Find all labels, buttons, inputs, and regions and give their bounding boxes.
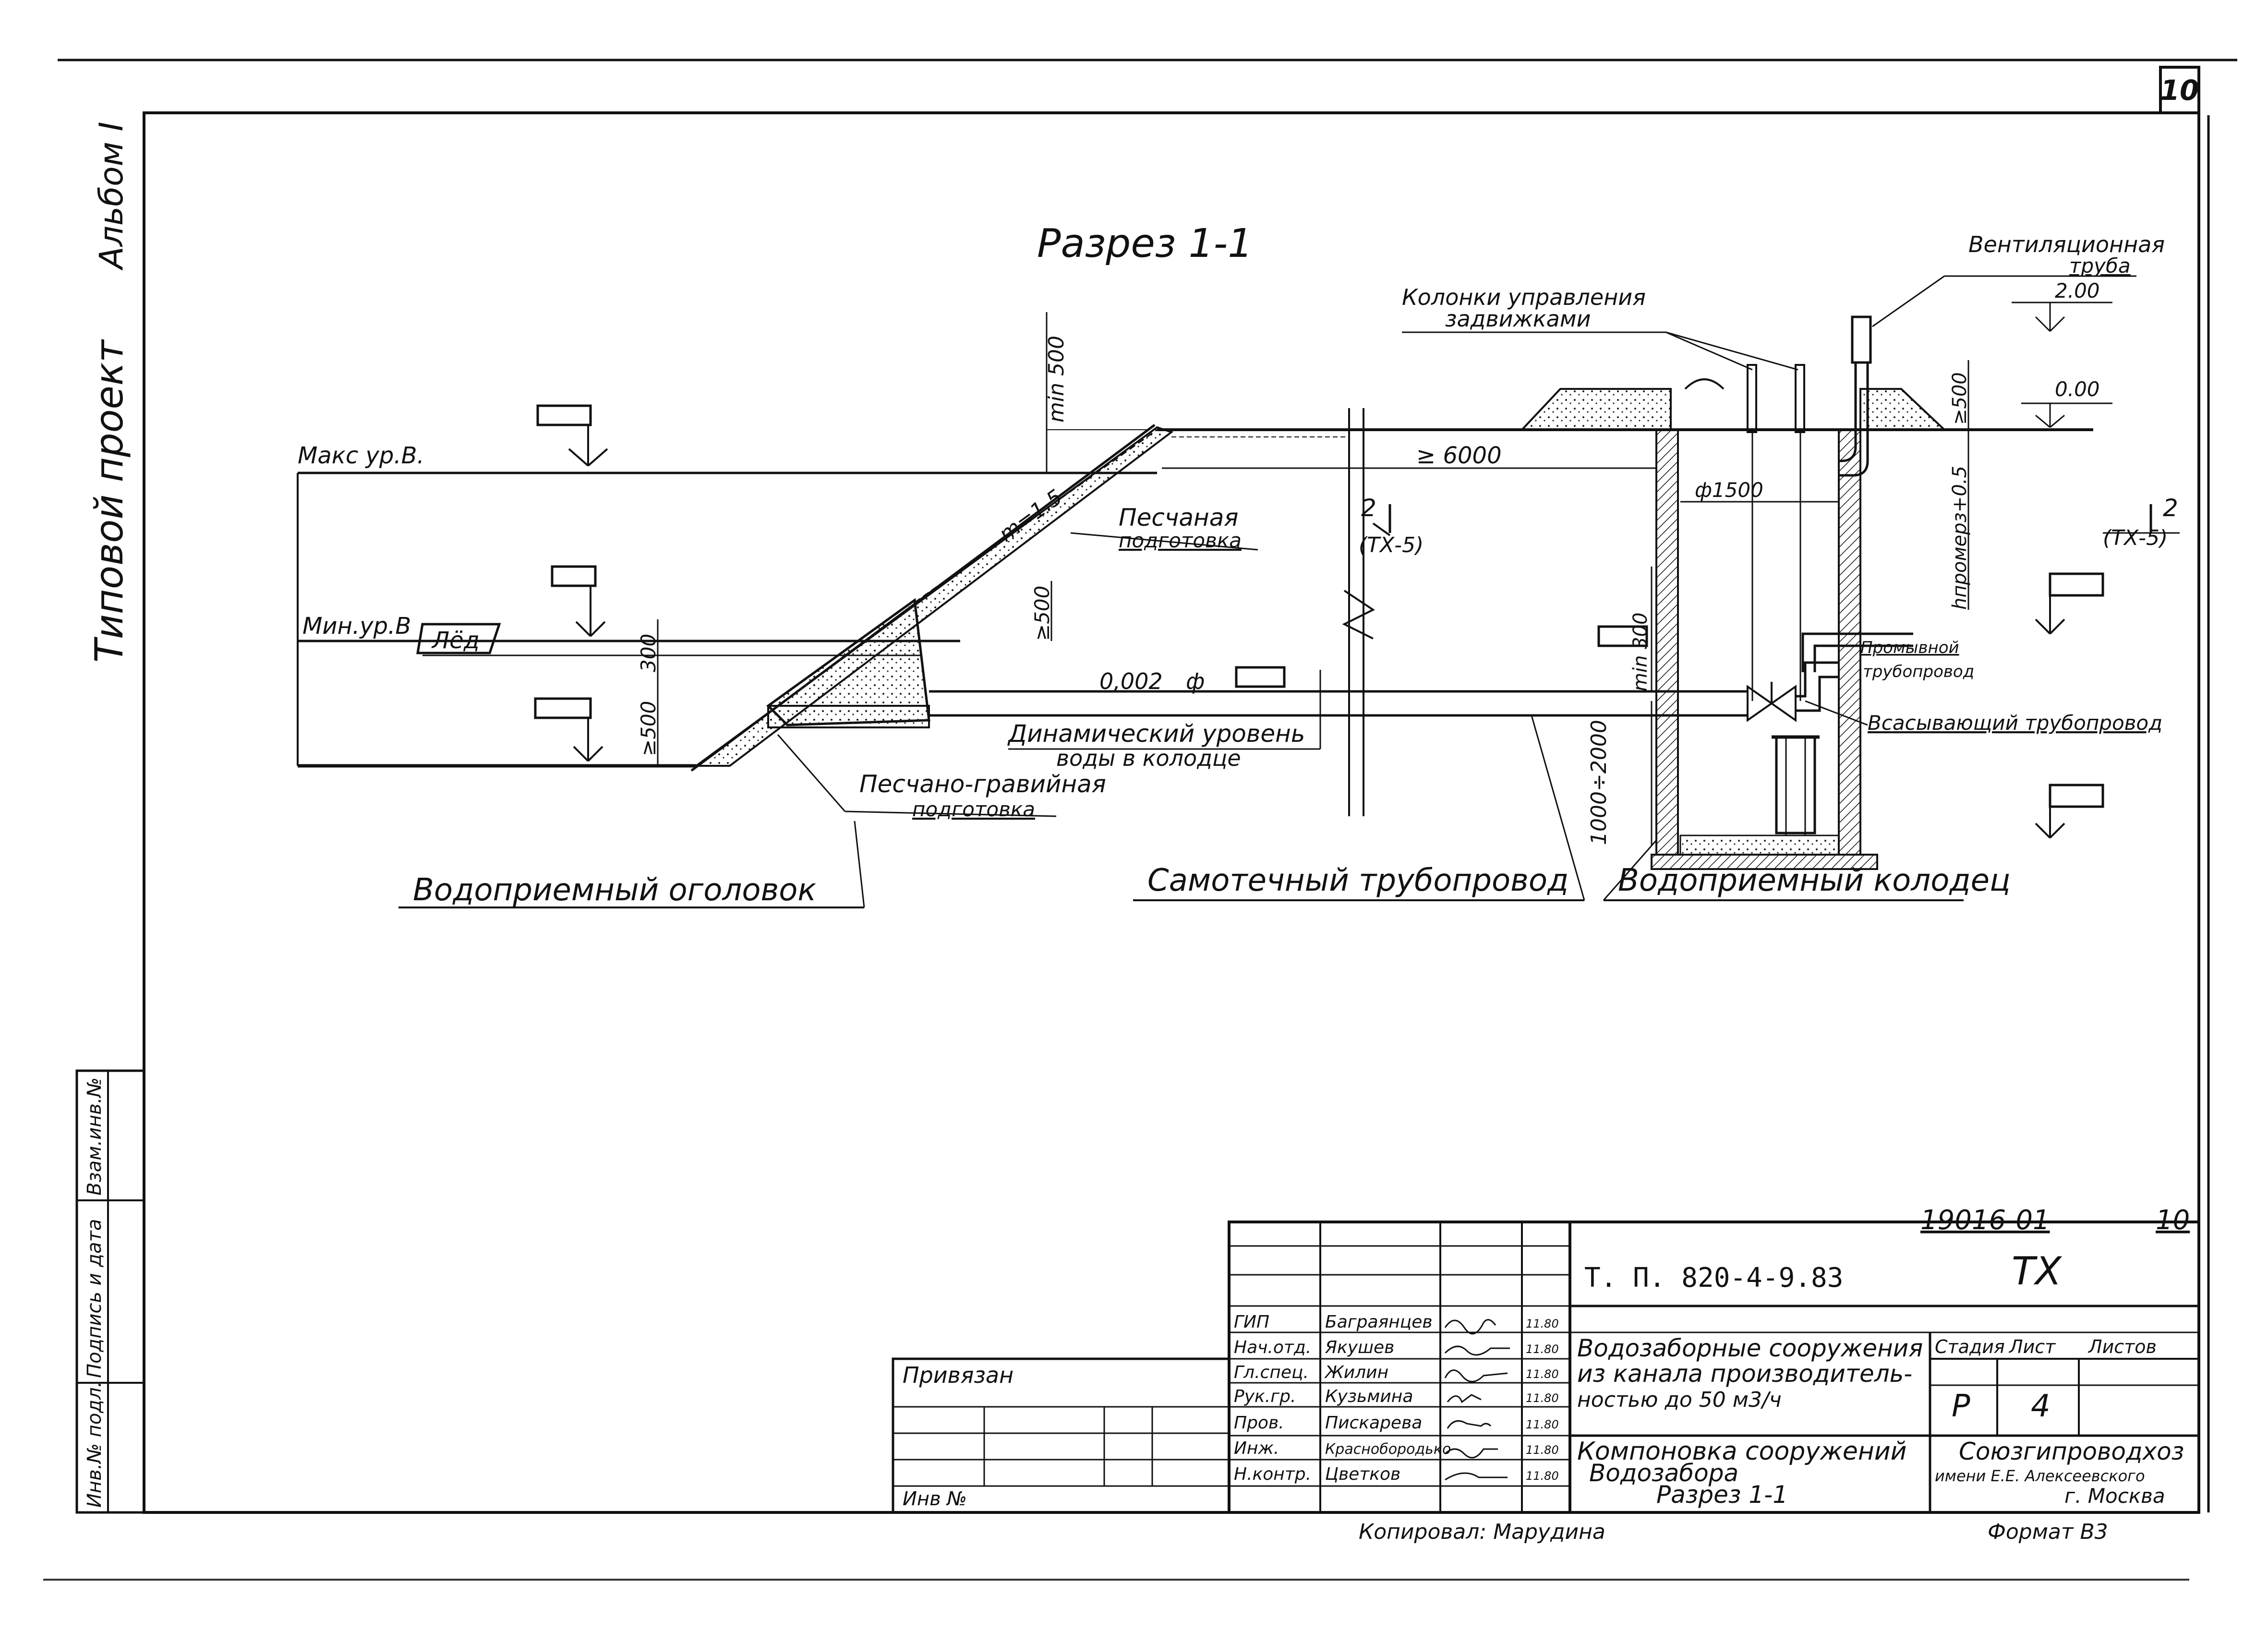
dim-300: 300 <box>637 634 660 672</box>
max-level-label: Макс ур.В. <box>298 442 424 469</box>
object-title-line3: ностью до 50 м3/ч <box>1577 1388 1782 1412</box>
staff-date: 11.80 <box>1526 1317 1559 1330</box>
dim-1000-2000: 1000÷2000 <box>1587 720 1611 845</box>
section-mark-left: 2 <box>1361 494 1376 522</box>
vent-pipe-line2: труба <box>2069 254 2131 278</box>
dim-ge500-mid: ≥500 <box>1030 586 1054 641</box>
vent-pipe-line1: Вентиляционная <box>1968 231 2165 257</box>
dim-ge500-right: ≥500 <box>1949 372 1971 425</box>
sand-prep-line1: Песчаная <box>1119 504 1238 532</box>
staff-role: Пров. <box>1234 1413 1284 1433</box>
pipe-slope-label: 0,002 <box>1099 668 1163 694</box>
staff-role: Гл.спец. <box>1234 1363 1309 1382</box>
format-label: Формат В3 <box>1988 1520 2108 1544</box>
control-columns-line2: задвижками <box>1445 306 1591 332</box>
ice-label: Лёд <box>431 627 480 654</box>
staff-name: Жилин <box>1324 1363 1388 1382</box>
header-sheet: Лист <box>2008 1336 2056 1357</box>
intake-well <box>1520 315 1947 870</box>
level-markers <box>534 404 2104 839</box>
staff-name: Цветков <box>1325 1464 1400 1484</box>
section-ref-right: (ТХ-5) <box>2103 526 2168 550</box>
sheet-number: 10 <box>2160 74 2199 107</box>
staff-name: Якушев <box>1325 1338 1394 1357</box>
level-0-00: 0.00 <box>2055 377 2100 401</box>
staff-date: 11.80 <box>1526 1367 1559 1381</box>
intake-well-label: Водоприемный колодец <box>1618 863 2011 898</box>
staff-role: Н.контр. <box>1234 1464 1311 1484</box>
project-type-label: Типовой проект <box>87 339 132 663</box>
stamp-vzam-inv: Взам.инв.№ <box>84 1077 106 1196</box>
flush-pipe-line2: трубопровод <box>1863 662 1974 681</box>
drawing-frame <box>143 111 2200 1514</box>
dim-6000: ≥ 6000 <box>1416 442 1502 469</box>
doc-code: 19016-01 <box>1920 1205 2050 1236</box>
privyazan-label: Привязан <box>903 1362 1013 1388</box>
dim-phi1500: ф1500 <box>1695 478 1763 502</box>
organization-line3: г. Москва <box>2064 1484 2165 1508</box>
staff-date: 11.80 <box>1526 1391 1559 1405</box>
sheet-value: 4 <box>2031 1389 2051 1424</box>
flush-pipe-line1: Промывной <box>1860 638 1959 657</box>
doc-sheet: 10 <box>2156 1205 2190 1236</box>
signatures <box>1444 1319 1510 1481</box>
staff-date: 11.80 <box>1526 1443 1559 1457</box>
staff-role: Инж. <box>1234 1438 1279 1458</box>
staff-role: ГИП <box>1234 1312 1269 1332</box>
intake-head-label: Водоприемный оголовок <box>413 872 816 908</box>
gravity-pipe-label: Самотечный трубопровод <box>1147 863 1568 898</box>
drawing-title: Разрез 1-1 <box>1037 221 1253 266</box>
staff-name: Пискарева <box>1325 1413 1422 1433</box>
ice-block <box>416 623 501 654</box>
staff-date: 11.80 <box>1526 1469 1559 1483</box>
staff-table: ГИП Баграянцев 11.80 Нач.отд. Якушев 11.… <box>1234 1312 1559 1484</box>
min-level-label: Мин.ур.В <box>302 613 411 640</box>
staff-role: Рук.гр. <box>1234 1387 1296 1406</box>
project-code: Т. П. 820-4-9.83 <box>1584 1262 1843 1293</box>
organization-line1: Союзгипроводхоз <box>1959 1438 2184 1465</box>
level-2-00: 2.00 <box>2055 279 2100 302</box>
object-title-line1: Водозаборные сооружения <box>1577 1334 1923 1362</box>
sheet-title-line2: Водозабора <box>1589 1459 1738 1487</box>
object-title-line2: из канала производитель- <box>1577 1360 1912 1388</box>
sand-gravel-line1: Песчано-гравийная <box>859 770 1106 798</box>
dynamic-level-line1: Динамический уровень <box>1007 720 1305 748</box>
suction-pipe-label: Всасывающий трубопровод <box>1868 711 2162 735</box>
sheet-title-line3: Разрез 1-1 <box>1656 1481 1788 1509</box>
control-columns-line1: Колонки управления <box>1402 284 1646 310</box>
phi-label: ф <box>1186 668 1205 694</box>
organization-line2: имени Е.Е. Алексеевского <box>1935 1467 2145 1485</box>
stamp-signature-date: Подпись и дата <box>84 1219 106 1378</box>
inv-no-label: Инв № <box>903 1488 967 1510</box>
stage-mark: ТХ <box>2012 1249 2063 1293</box>
dim-hpromerz: hпромерз+0.5 <box>1949 466 1971 610</box>
stage-value: Р <box>1952 1389 1970 1424</box>
staff-date: 11.80 <box>1526 1342 1559 1356</box>
staff-name: Кузьмина <box>1325 1387 1413 1406</box>
dim-ge500-left: ≥500 <box>637 701 660 756</box>
title-block: 19016-01 10 Привяза <box>892 1205 2200 1514</box>
copied-by: Копировал: Марудина <box>1359 1520 1605 1544</box>
stamp-inv-podl: Инв.№ подл. <box>84 1381 106 1508</box>
sheet-title-line1: Компоновка сооружений <box>1577 1437 1906 1466</box>
dim-min300: min 300 <box>1629 613 1652 692</box>
section-ref-left: (ТХ-5) <box>1359 533 1424 557</box>
sand-gravel-line2: подготовка <box>912 798 1035 821</box>
staff-role: Нач.отд. <box>1234 1338 1311 1357</box>
header-stage: Стадия <box>1935 1336 2005 1357</box>
sheet-number-box <box>2159 66 2200 114</box>
staff-name: Баграянцев <box>1325 1312 1433 1332</box>
left-stamp: Инв.№ подл. Подпись и дата Взам.инв.№ <box>75 1069 145 1514</box>
staff-date: 11.80 <box>1526 1418 1559 1431</box>
dim-min500: min 500 <box>1044 336 1069 423</box>
sand-prep-line2: подготовка <box>1119 529 1242 552</box>
section-mark-right: 2 <box>2163 494 2178 522</box>
album-label: Альбом I <box>93 121 131 271</box>
header-sheets: Листов <box>2087 1336 2157 1357</box>
staff-name: Краснобородько <box>1325 1441 1451 1458</box>
